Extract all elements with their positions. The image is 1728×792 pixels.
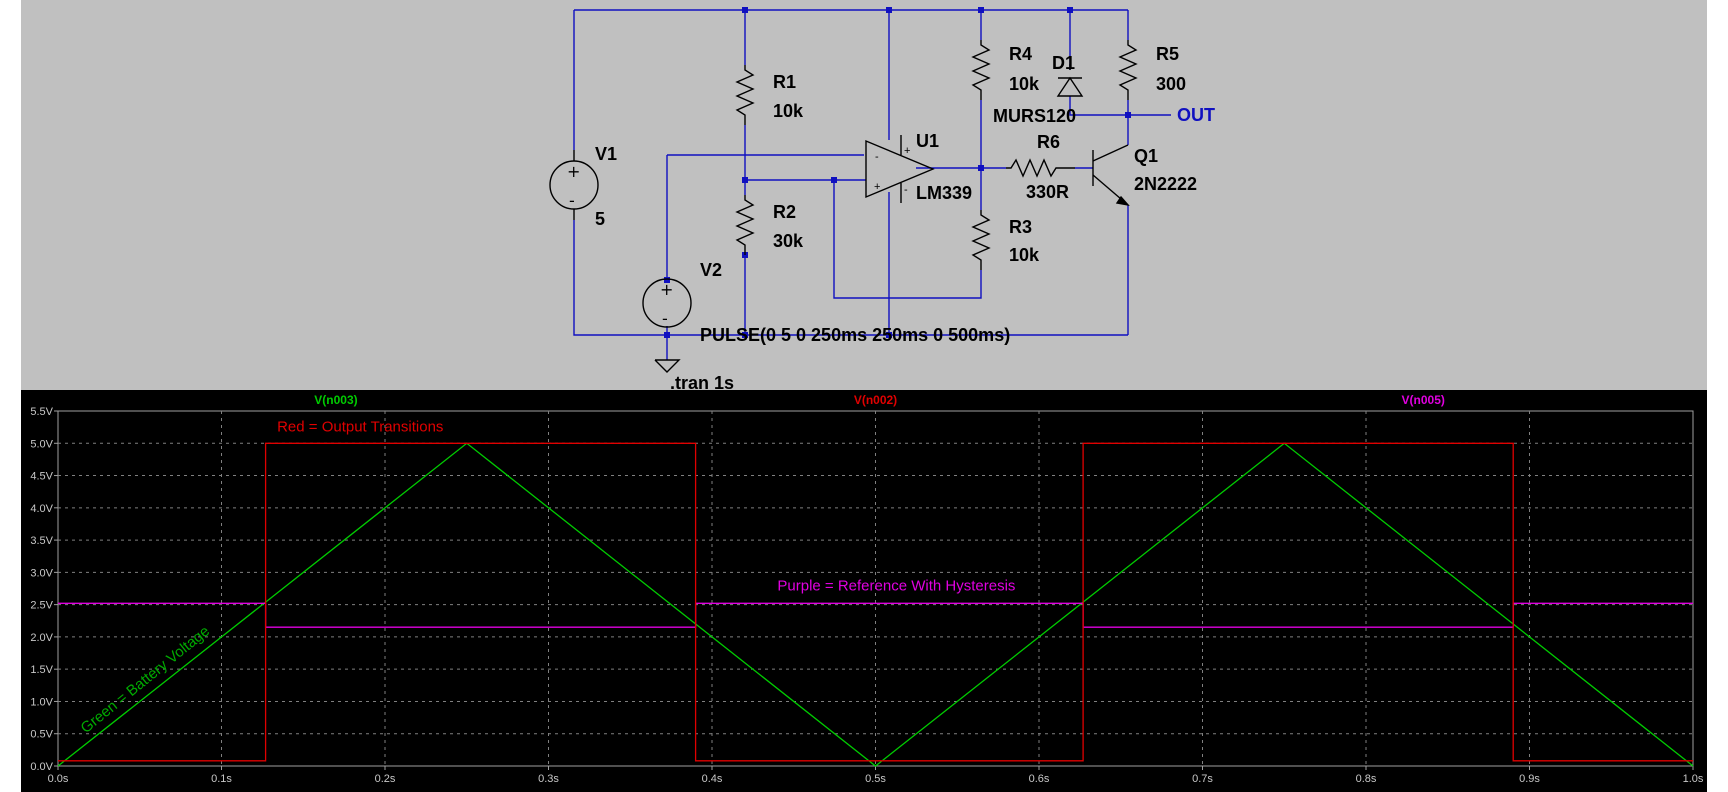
x-tick-label: 0.9s — [1519, 773, 1540, 785]
v1-source[interactable]: + - — [549, 150, 599, 220]
transistor-q1[interactable] — [1092, 144, 1130, 207]
minus-sign: - — [662, 309, 668, 328]
y-tick-label: 1.5V — [30, 664, 53, 676]
resistor-r6[interactable] — [1006, 158, 1075, 178]
v1-name: V1 — [595, 144, 617, 164]
x-tick-label: 0.8s — [1356, 773, 1377, 785]
x-tick-label: 0.2s — [375, 773, 396, 785]
annotation-battery: Green = Battery Voltage — [78, 623, 213, 737]
ground-symbol — [654, 359, 681, 373]
x-tick-label: 0.3s — [538, 773, 559, 785]
resistor-r1[interactable] — [735, 65, 755, 125]
r4-name: R4 — [1009, 44, 1032, 64]
trace-label[interactable]: V(n002) — [854, 393, 897, 407]
annotation-reference: Purple = Reference With Hysteresis — [777, 577, 1015, 594]
y-tick-label: 4.0V — [30, 503, 53, 515]
trace-label[interactable]: V(n005) — [1402, 393, 1445, 407]
schematic-canvas[interactable]: .tran 1s + - V1 5 + - V2 PULSE(0 5 0 250… — [21, 0, 1707, 390]
r5-name: R5 — [1156, 44, 1179, 64]
v2-value: PULSE(0 5 0 250ms 250ms 0 500ms) — [700, 325, 1010, 345]
v2-source[interactable]: + - — [642, 278, 692, 328]
resistor-r4[interactable] — [971, 40, 991, 100]
minus-sign: - — [569, 191, 575, 210]
d1-name: D1 — [1052, 53, 1075, 73]
net-label-out: OUT — [1177, 105, 1215, 125]
y-tick-label: 3.5V — [30, 535, 53, 547]
y-tick-label: 0.5V — [30, 729, 53, 741]
r3-name: R3 — [1009, 217, 1032, 237]
d1-value: MURS120 — [993, 106, 1076, 126]
u1-value: LM339 — [916, 183, 972, 203]
wires — [573, 9, 1171, 360]
series-line-vn002[interactable] — [58, 442, 1693, 762]
y-tick-label: 5.0V — [30, 438, 53, 450]
v2-name: V2 — [700, 260, 722, 280]
y-tick-label: 1.0V — [30, 696, 53, 708]
r2-value: 30k — [773, 231, 804, 251]
schematic-pane[interactable]: .tran 1s + - V1 5 + - V2 PULSE(0 5 0 250… — [21, 0, 1707, 390]
plus-sign: + — [660, 280, 673, 299]
y-tick-label: 4.5V — [30, 471, 53, 483]
opamp-minus-supply: - — [904, 184, 908, 196]
r4-value: 10k — [1009, 74, 1040, 94]
x-tick-label: 0.5s — [865, 773, 886, 785]
x-tick-label: 0.7s — [1192, 773, 1213, 785]
annotation-output: Red = Output Transitions — [277, 419, 443, 436]
r5-value: 300 — [1156, 74, 1186, 94]
r1-value: 10k — [773, 101, 804, 121]
y-tick-label: 0.0V — [30, 761, 53, 773]
y-tick-label: 5.5V — [30, 406, 53, 418]
series-line-vn003[interactable] — [57, 442, 1694, 767]
waveform-pane[interactable]: 0.0s 0.1s 0.2s 0.3s 0.4s 0.5s 0.6s 0.7s 0.8s 0.9s… — [21, 390, 1707, 792]
diode-d1[interactable] — [1056, 64, 1084, 97]
opamp-plus-supply: + — [904, 145, 910, 157]
q1-name: Q1 — [1134, 146, 1158, 166]
x-tick-label: 0.0s — [48, 773, 69, 785]
x-tick-label: 0.4s — [702, 773, 723, 785]
r3-value: 10k — [1009, 245, 1040, 265]
directive-text: .tran 1s — [670, 373, 734, 390]
u1-name: U1 — [916, 131, 939, 151]
y-tick-label: 2.5V — [30, 600, 53, 612]
trace-label[interactable]: V(n003) — [314, 393, 357, 407]
resistor-r5[interactable] — [1118, 40, 1138, 100]
r6-name: R6 — [1037, 132, 1060, 152]
resistor-r2[interactable] — [735, 195, 755, 255]
resistor-r3[interactable] — [971, 210, 991, 270]
x-tick-label: 0.6s — [1029, 773, 1050, 785]
plus-sign: + — [567, 162, 580, 181]
r6-value: 330R — [1026, 182, 1069, 202]
v1-value: 5 — [595, 209, 605, 229]
q1-value: 2N2222 — [1134, 174, 1197, 194]
y-tick-label: 2.0V — [30, 632, 53, 644]
opamp-minus-pin: - — [875, 151, 879, 163]
x-tick-label: 0.1s — [211, 773, 232, 785]
x-tick-label: 1.0s — [1683, 773, 1704, 785]
opamp-u1[interactable] — [865, 135, 935, 203]
r2-name: R2 — [773, 202, 796, 222]
r1-name: R1 — [773, 72, 796, 92]
y-tick-label: 3.0V — [30, 567, 53, 579]
waveform-plot[interactable]: 0.0s 0.1s 0.2s 0.3s 0.4s 0.5s 0.6s 0.7s 0.8s 0.9s… — [21, 390, 1707, 792]
opamp-plus-pin: + — [874, 181, 880, 193]
